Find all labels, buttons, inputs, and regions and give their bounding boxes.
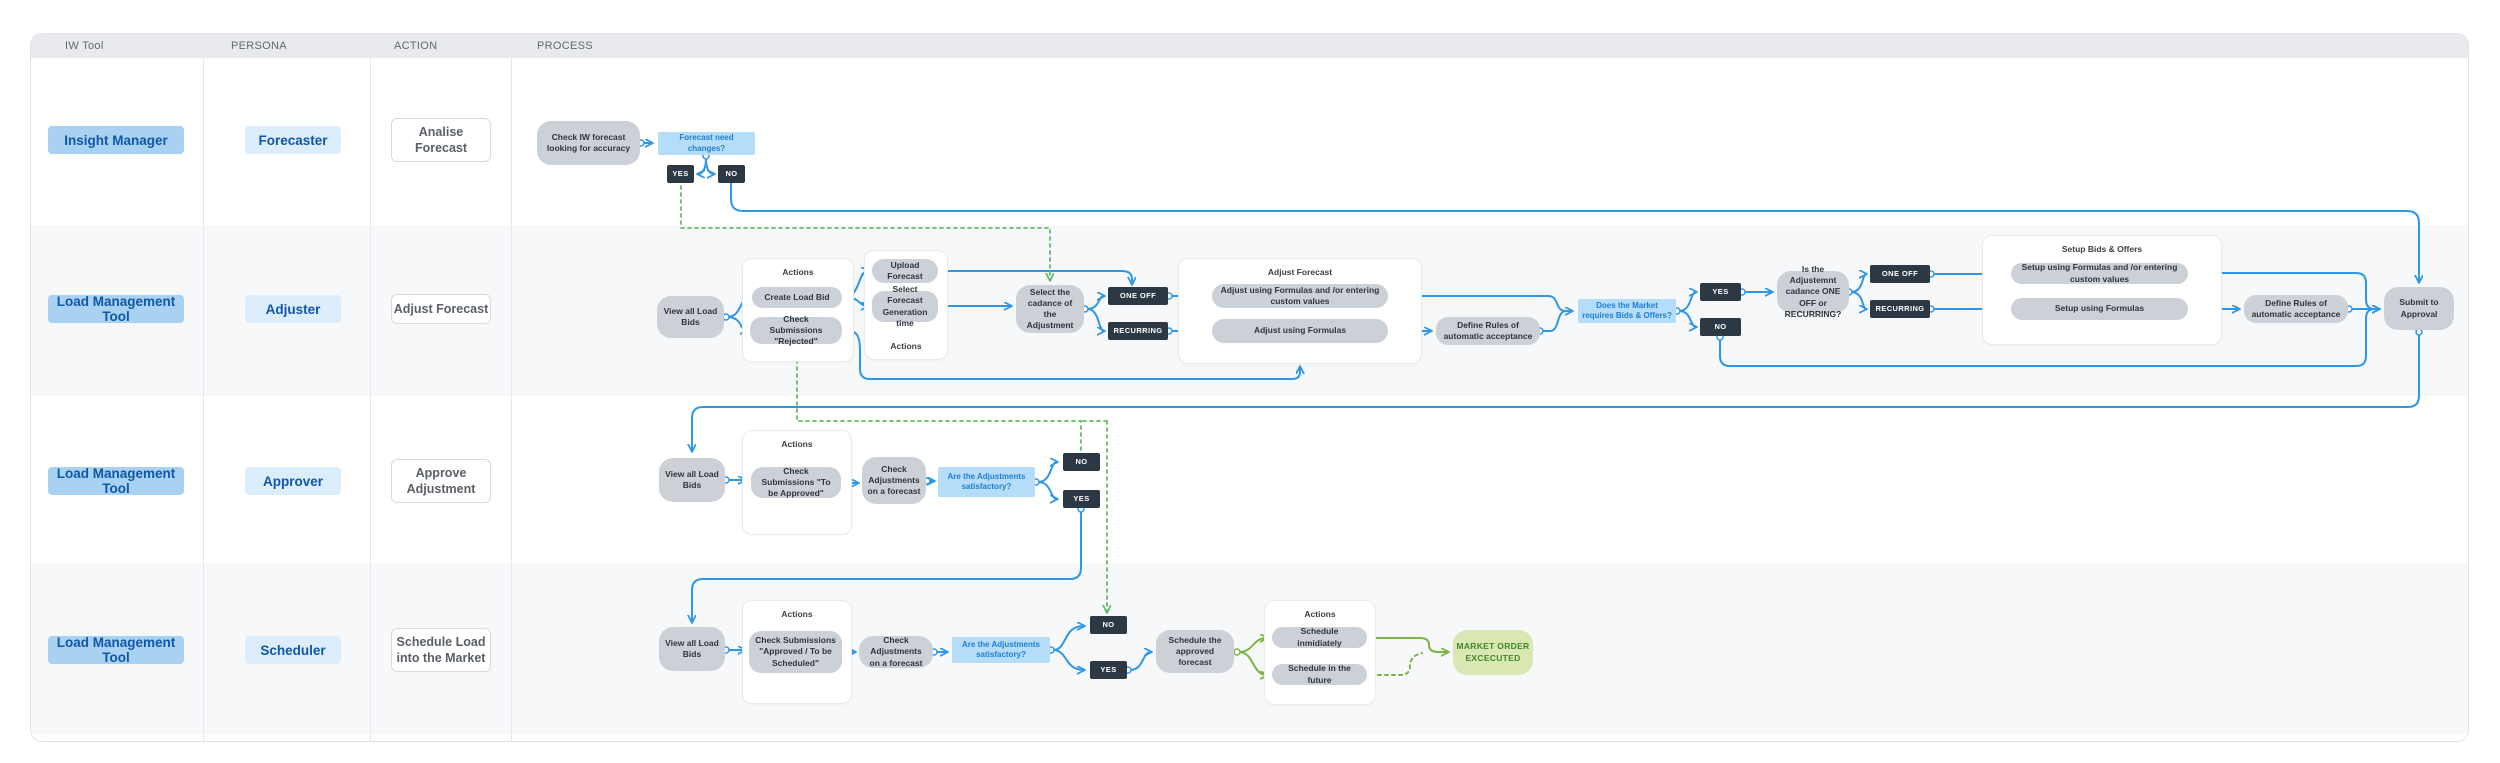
decision-market-requires-bids[interactable]: Does the Market requires Bids & Offers?: [1578, 299, 1676, 323]
group-adjust-forecast: Adjust Forecast: [1178, 258, 1422, 364]
group-actions-label: Actions: [782, 267, 814, 277]
tool-insight-manager[interactable]: Insight Manager: [48, 126, 184, 154]
decision-adjustments-satisfactory-scheduler[interactable]: Are the Adjustments satisfactory?: [952, 637, 1050, 663]
node-schedule-immediately[interactable]: Schedule inmidiately: [1272, 626, 1367, 648]
group-setup-bids-offers: Setup Bids & Offers: [1982, 235, 2222, 345]
node-check-adjustments-approver[interactable]: Check Adjustments on a forecast: [862, 457, 926, 504]
node-market-order-executed[interactable]: MARKET ORDER EXCECUTED: [1453, 630, 1533, 675]
header-iw-tool: IW Tool: [65, 40, 104, 52]
node-schedule-approved-forecast[interactable]: Schedule the approved forecast: [1156, 630, 1234, 673]
tool-load-management-scheduler[interactable]: Load Management Tool: [48, 635, 184, 665]
tool-load-management-approver[interactable]: Load Management Tool: [48, 466, 184, 496]
node-check-adjustments-scheduler[interactable]: Check Adjustments on a forecast: [859, 635, 933, 668]
node-check-submissions-to-be-approved[interactable]: Check Submissions "To be Approved": [751, 466, 841, 498]
group-actions-label: Actions: [781, 609, 813, 619]
header-process: PROCESS: [537, 40, 593, 52]
node-view-all-load-bids-approver[interactable]: View all Load Bids: [659, 458, 725, 502]
group-actions-label: Actions: [1304, 609, 1336, 619]
badge-yes-row2[interactable]: YES: [1700, 283, 1741, 301]
node-setup-formulas-custom[interactable]: Setup using Formulas and /or entering cu…: [2011, 262, 2188, 284]
node-is-adjustment-cadence[interactable]: Is the Adjustemnt cadance ONE OFF or REC…: [1777, 264, 1849, 319]
node-select-forecast-generation-time[interactable]: Select Forecast Generation time: [872, 284, 938, 328]
column-divider: [203, 34, 204, 741]
node-create-load-bid[interactable]: Create Load Bid: [752, 287, 842, 308]
persona-scheduler[interactable]: Scheduler: [245, 636, 341, 664]
badge-one-off-1[interactable]: ONE OFF: [1108, 287, 1168, 305]
persona-approver[interactable]: Approver: [245, 467, 341, 495]
badge-no-row1[interactable]: NO: [718, 165, 745, 183]
action-adjust-forecast[interactable]: Adjust Forecast: [391, 294, 491, 324]
node-upload-forecast[interactable]: Upload Forecast: [872, 259, 938, 283]
node-setup-formulas[interactable]: Setup using Formulas: [2011, 298, 2188, 320]
node-adjust-formulas[interactable]: Adjust using Formulas: [1212, 319, 1388, 343]
header-persona: PERSONA: [231, 40, 287, 52]
group-actions-scheduling: Actions: [1264, 600, 1376, 705]
header-row: IW Tool PERSONA ACTION PROCESS: [31, 34, 2468, 58]
persona-forecaster[interactable]: Forecaster: [245, 126, 341, 154]
node-view-all-load-bids-scheduler[interactable]: View all Load Bids: [659, 627, 725, 671]
persona-adjuster[interactable]: Adjuster: [245, 295, 341, 323]
badge-yes-row1[interactable]: YES: [667, 165, 694, 183]
node-define-rules-1[interactable]: Define Rules of automatic acceptance: [1436, 317, 1540, 345]
badge-recurring-1[interactable]: RECURRING: [1108, 322, 1168, 340]
column-divider: [370, 34, 371, 741]
action-analise-forecast[interactable]: Analise Forecast: [391, 118, 491, 162]
decision-forecast-need-changes[interactable]: Forecast need changes?: [658, 132, 755, 155]
group-adjust-forecast-label: Adjust Forecast: [1267, 267, 1333, 277]
node-adjust-formulas-custom[interactable]: Adjust using Formulas and /or entering c…: [1212, 284, 1388, 308]
action-schedule-load[interactable]: Schedule Load into the Market: [391, 628, 491, 672]
diagram-frame: IW Tool PERSONA ACTION PROCESS: [30, 33, 2469, 742]
group-actions-label: Actions: [781, 439, 813, 449]
badge-no-row3[interactable]: NO: [1063, 453, 1100, 471]
badge-no-row2[interactable]: NO: [1700, 318, 1741, 336]
node-check-submissions-approved-scheduled[interactable]: Check Submissions "Approved / To be Sche…: [749, 631, 842, 673]
group-actions-label: Actions: [890, 341, 922, 351]
node-define-rules-2[interactable]: Define Rules of automatic acceptance: [2244, 295, 2348, 323]
badge-no-row4[interactable]: NO: [1090, 616, 1127, 634]
group-setup-bids-offers-label: Setup Bids & Offers: [2061, 244, 2143, 254]
node-check-submissions-rejected[interactable]: Check Submissions "Rejected": [750, 314, 842, 346]
node-check-iw-forecast[interactable]: Check IW forecast looking for accuracy: [537, 121, 640, 165]
node-schedule-in-future[interactable]: Schedule in the future: [1272, 663, 1367, 685]
node-submit-to-approval[interactable]: Submit to Approval: [2384, 287, 2454, 330]
header-action: ACTION: [394, 40, 438, 52]
decision-adjustments-satisfactory-approver[interactable]: Are the Adjustments satisfactory?: [938, 467, 1035, 497]
tool-load-management-adjuster[interactable]: Load Management Tool: [48, 294, 184, 324]
badge-yes-row4[interactable]: YES: [1090, 661, 1127, 679]
node-select-cadence[interactable]: Select the cadance of the Adjustment: [1016, 285, 1084, 333]
action-approve-adjustment[interactable]: Approve Adjustment: [391, 459, 491, 503]
badge-yes-row3[interactable]: YES: [1063, 490, 1100, 508]
badge-recurring-2[interactable]: RECURRING: [1870, 300, 1930, 318]
column-divider: [511, 34, 512, 741]
badge-one-off-2[interactable]: ONE OFF: [1870, 265, 1930, 283]
node-view-all-load-bids-adjuster[interactable]: View all Load Bids: [657, 296, 724, 338]
group-actions-adjuster: Actions: [742, 258, 854, 362]
